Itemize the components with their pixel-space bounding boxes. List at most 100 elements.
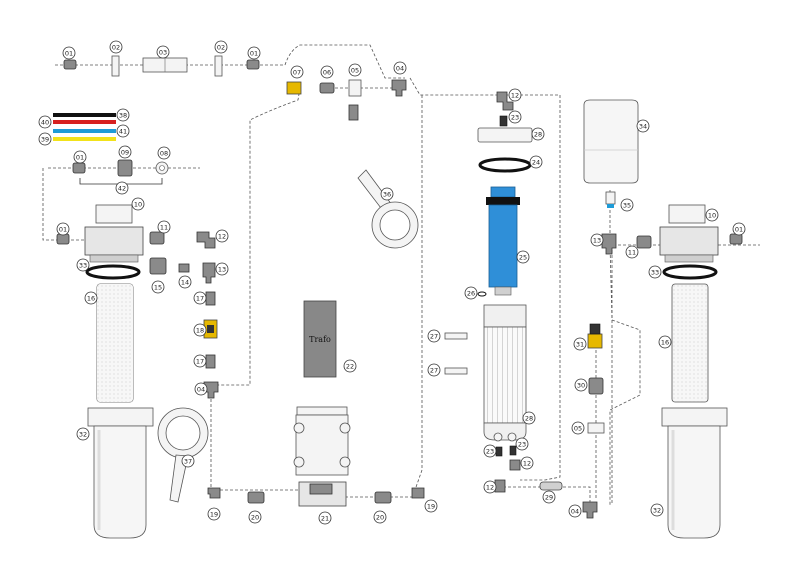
elbow-12-mid	[509, 459, 521, 471]
callout-17: 17	[193, 291, 207, 305]
fitting-06	[319, 82, 335, 94]
connector-01-left	[63, 59, 77, 70]
callout-29: 29	[542, 490, 556, 504]
callout-number: 39	[41, 136, 49, 144]
callout-14: 14	[178, 275, 192, 289]
left-side-fittings	[56, 231, 219, 399]
elbow-12-bottom	[494, 479, 506, 493]
callout-02: 02	[109, 40, 123, 54]
callout-number: 15	[154, 284, 162, 292]
callout-19: 19	[207, 507, 221, 521]
fitting-14	[178, 263, 190, 273]
callout-26: 26	[464, 286, 478, 300]
fitting-23-right	[509, 445, 517, 456]
callout-number: 35	[623, 202, 631, 210]
callout-number: 34	[639, 123, 647, 131]
callout-number: 13	[593, 237, 601, 245]
callout-number: 26	[467, 290, 475, 298]
callout-number: 11	[160, 224, 168, 232]
fitting-23-top	[499, 115, 508, 127]
solenoid-05	[348, 104, 359, 121]
callout-05: 05	[571, 421, 585, 435]
callout-number: 12	[523, 460, 531, 468]
callout-number: 01	[59, 226, 67, 234]
callout-01: 01	[56, 222, 70, 236]
callout-12: 12	[520, 456, 534, 470]
membrane-housing-thread	[483, 304, 527, 328]
callout-number: 03	[159, 49, 167, 57]
callout-20: 20	[248, 510, 262, 524]
callout-number: 12	[218, 233, 226, 241]
callout-16: 16	[84, 291, 98, 305]
callout-12: 12	[508, 88, 522, 102]
callout-number: 16	[87, 295, 95, 303]
callout-10: 10	[131, 197, 145, 211]
elbow-12-left	[196, 231, 216, 249]
callout-24: 24	[529, 155, 543, 169]
connector-01-right	[246, 59, 260, 70]
flow-restrictor-29	[539, 481, 563, 491]
membrane-housing-28	[483, 326, 527, 424]
callout-38: 38	[116, 108, 130, 122]
pressure-valve-31	[587, 333, 603, 349]
clip-27-bottom	[444, 367, 468, 375]
housing-rim-left	[87, 407, 154, 427]
callout-number: 17	[196, 295, 204, 303]
callout-20: 20	[373, 510, 387, 524]
callout-number: 07	[293, 69, 301, 77]
callout-number: 42	[118, 185, 126, 193]
clip-27-top	[444, 332, 468, 340]
callout-number: 33	[79, 262, 87, 270]
tank-valve-35	[605, 191, 616, 205]
callout-number: 14	[181, 279, 189, 287]
callout-25: 25	[516, 250, 530, 264]
right-side-assembly	[582, 99, 652, 519]
callout-11: 11	[625, 245, 639, 259]
right-filter-housing	[659, 204, 743, 539]
o-ring-24	[478, 157, 532, 173]
callout-number: 36	[383, 191, 391, 199]
callout-28: 28	[522, 411, 536, 425]
callout-16: 16	[658, 335, 672, 349]
housing-head-left	[84, 226, 144, 256]
callout-36: 36	[380, 187, 394, 201]
callout-01: 01	[73, 150, 87, 164]
pump-top	[296, 406, 348, 416]
callout-number: 18	[196, 327, 204, 335]
callout-number: 13	[218, 266, 226, 274]
o-ring-33-right	[662, 264, 718, 280]
housing-rim-right	[661, 407, 728, 427]
callout-number: 12	[486, 484, 494, 492]
callout-number: 25	[519, 254, 527, 262]
callout-number: 09	[121, 149, 129, 157]
callout-40: 40	[38, 115, 52, 129]
callout-34: 34	[636, 119, 650, 133]
storage-tank-34	[583, 99, 639, 184]
callout-12: 12	[483, 480, 497, 494]
fitting-20-right	[374, 491, 392, 504]
color-wires	[53, 113, 116, 141]
callout-number: 40	[41, 119, 49, 127]
callout-07: 07	[290, 65, 304, 79]
housing-bowl-32-left	[93, 425, 147, 539]
callout-number: 12	[511, 92, 519, 100]
ro-membrane-assembly	[444, 91, 563, 493]
callout-number: 21	[321, 515, 329, 523]
connector-01-tap	[72, 162, 86, 174]
transformer-22	[303, 300, 337, 378]
callout-31: 31	[573, 337, 587, 351]
callout-32: 32	[76, 427, 90, 441]
o-ring-33-left	[85, 264, 141, 280]
valve-02-left	[111, 55, 120, 77]
connector-01-inlet	[56, 233, 70, 245]
callout-number: 10	[708, 212, 716, 220]
housing-cap-10-right	[668, 204, 706, 224]
callout-30: 30	[574, 378, 588, 392]
callout-number: 01	[735, 226, 743, 234]
callout-number: 27	[430, 333, 438, 341]
callout-04: 04	[568, 504, 582, 518]
callout-05: 05	[348, 63, 362, 77]
left-filter-housing	[84, 204, 154, 539]
callout-number: 20	[251, 514, 259, 522]
elbow-12-top	[496, 91, 514, 111]
